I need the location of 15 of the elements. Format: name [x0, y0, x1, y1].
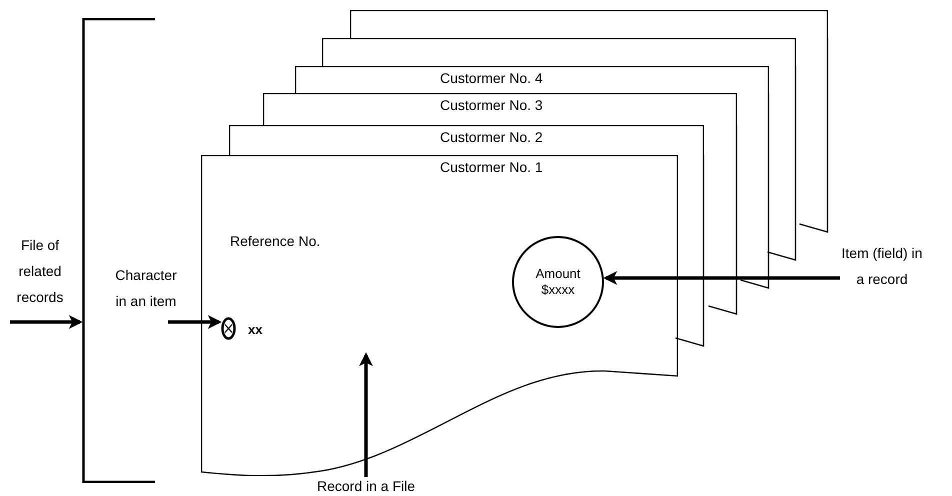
arrow [359, 352, 373, 477]
record-title: Custormer No. 1 [440, 159, 543, 176]
item-label: Amount $xxxx [534, 266, 582, 298]
annotation-text: File of related records [16, 236, 64, 307]
arrow [603, 271, 840, 285]
annotation-text: Record in a File [316, 477, 416, 495]
field-label: Reference No. [230, 233, 320, 250]
annotation-text: Item (field) in a record [840, 244, 924, 289]
arrow [10, 315, 83, 329]
record-title: Custormer No. 2 [440, 129, 543, 146]
annotation-text: Character in an item [114, 266, 178, 311]
record-title: Custormer No. 4 [440, 70, 543, 88]
record-title: Custormer No. 3 [440, 97, 543, 114]
arrow [168, 315, 222, 329]
character-value: xx [248, 321, 262, 339]
